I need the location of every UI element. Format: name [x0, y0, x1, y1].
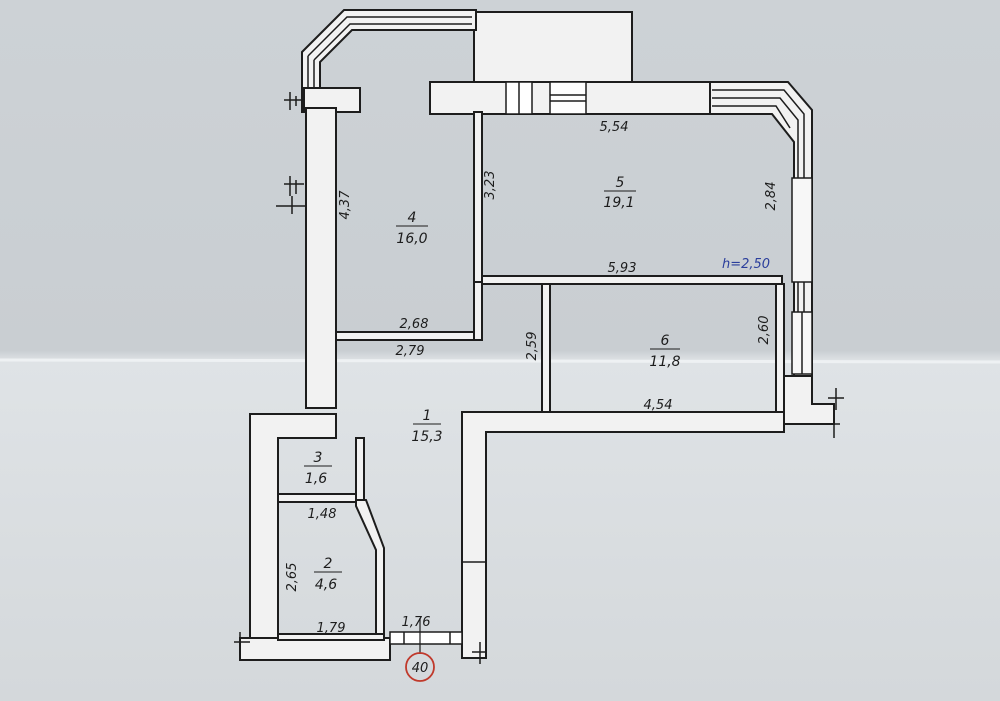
wall-partition-4-5 [473, 111, 483, 283]
dim-room1-top: 2,79 [396, 344, 425, 359]
wall-exterior-l [461, 411, 785, 659]
dim-room5-top: 5,54 [600, 120, 629, 135]
room-5-label: 5 19,1 [603, 175, 636, 211]
wall-partition-3-2 [277, 493, 361, 503]
stamp-circle [405, 652, 435, 682]
wall-break-marks-right [826, 388, 844, 438]
dim-entrance: 1,76 [402, 615, 431, 630]
wall-spine [305, 107, 337, 409]
dim-room4-left: 4,37 [338, 190, 353, 220]
room-6-number: 6 [661, 333, 670, 349]
ceiling-height-note: h=2,50 [722, 257, 770, 272]
room-4-area: 16,0 [396, 231, 427, 247]
room-3-label: 3 1,6 [304, 450, 332, 487]
wall-top-block [473, 11, 633, 83]
room-4-number: 4 [408, 210, 417, 226]
wall-partition-6-left [541, 283, 551, 413]
room-1-number: 1 [423, 408, 432, 424]
dim-room6-right: 2,60 [757, 316, 772, 345]
room-4-label: 4 16,0 [396, 210, 428, 247]
walls [234, 9, 844, 664]
wall-bottom [239, 637, 391, 661]
dim-room5-left: 3,23 [483, 171, 498, 200]
room-3-area: 1,6 [305, 471, 327, 487]
right-window-1 [791, 177, 813, 283]
wall-partition-2-bottom [277, 633, 385, 641]
room-5-number: 5 [616, 175, 625, 191]
room-2-area: 4,6 [315, 577, 337, 593]
wall-break-marks-left [276, 92, 306, 214]
room-5-area: 19,1 [603, 195, 634, 211]
wall-partition-3-right [355, 437, 365, 501]
wall-partition-6-right [775, 283, 785, 413]
entrance-door [389, 631, 486, 664]
top-window [505, 81, 587, 115]
dim-room2-top: 1,48 [308, 507, 337, 522]
dimension-labels: 5,54 3,23 2,84 4,37 5,93 h=2,50 2,68 2,7… [285, 120, 779, 636]
dim-room6-left: 2,59 [525, 332, 540, 361]
dim-room6-bottom: 4,54 [644, 398, 673, 413]
apartment-number-stamp: 40 [405, 618, 435, 682]
wall-partition-4-1 [335, 331, 483, 341]
dim-room5-bottom: 5,93 [608, 261, 637, 276]
room-1-area: 15,3 [411, 429, 442, 445]
paper-fold-line [0, 358, 1000, 364]
dim-room4-bottom: 2,68 [400, 317, 429, 332]
room-6-label: 6 11,8 [649, 333, 680, 370]
wall-partition-4-1-stub [473, 281, 483, 341]
room-3-number: 3 [314, 450, 323, 466]
stamp-number: 40 [412, 661, 429, 676]
wall-partition-5-6 [481, 275, 783, 285]
room-labels: 1 15,3 2 4,6 3 1,6 4 16,0 5 19,1 6 11,8 [304, 175, 681, 593]
dim-room5-right: 2,84 [764, 182, 779, 211]
bay-left-glass [307, 16, 472, 108]
dim-room2-bottom: 1,79 [317, 621, 346, 636]
room-2-label: 2 4,6 [314, 556, 342, 593]
dim-room2-left: 2,65 [285, 563, 300, 592]
room-1-label: 1 15,3 [411, 408, 442, 445]
wall-break-marks-bottom [234, 632, 250, 656]
room-2-number: 2 [324, 556, 333, 572]
room-6-area: 11,8 [649, 354, 680, 370]
